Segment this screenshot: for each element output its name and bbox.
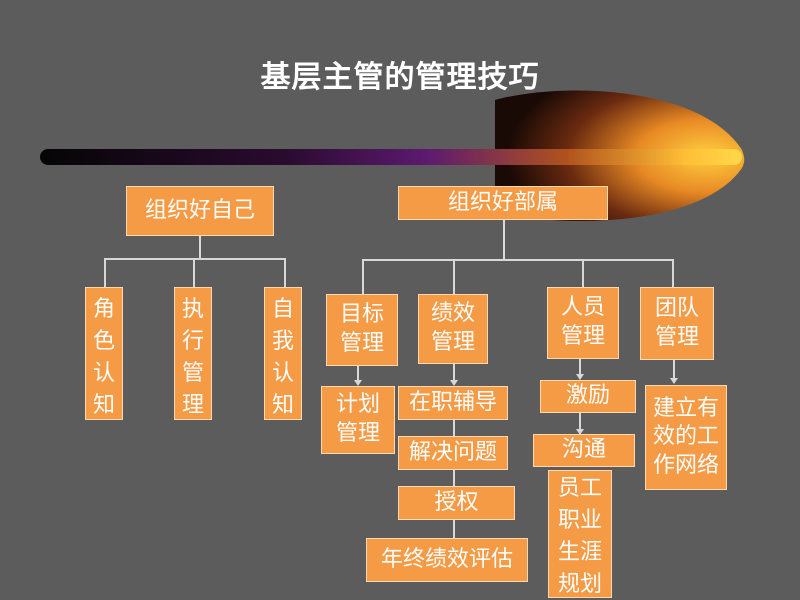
node-plan-management: 计划 管理 — [321, 386, 395, 454]
arrow-down-icon — [576, 429, 584, 435]
node-people-management: 人员 管理 — [547, 287, 619, 359]
connector-line — [672, 259, 674, 287]
slide-title: 基层主管的管理技巧 — [260, 60, 540, 95]
connector-line — [357, 366, 359, 384]
arrow-down-icon — [354, 380, 362, 386]
connector-line — [673, 360, 675, 382]
connector-line — [193, 258, 195, 288]
connector-line — [503, 220, 505, 260]
node-communication: 沟通 — [533, 434, 635, 467]
node-execution-management: 执 行 管 理 — [174, 287, 212, 420]
connector-line — [199, 235, 201, 259]
node-team-management: 团队 管理 — [640, 287, 714, 360]
connector-line — [582, 259, 584, 287]
node-goal-management: 目标 管理 — [326, 294, 398, 366]
node-on-the-job-coaching: 在职辅导 — [398, 386, 508, 420]
arrow-down-icon — [576, 374, 584, 380]
node-career-planning: 员工 职业 生涯 规划 — [548, 470, 612, 598]
arrow-down-icon — [670, 378, 678, 384]
connector-line — [453, 364, 455, 384]
node-organize-subordinates: 组织好部属 — [398, 186, 608, 220]
node-delegation: 授权 — [398, 486, 515, 520]
node-organize-self: 组织好自己 — [126, 186, 274, 236]
node-problem-solving: 解决问题 — [398, 436, 508, 470]
node-build-work-network: 建立有 效的工 作网络 — [645, 385, 727, 490]
connector-line — [104, 258, 106, 288]
connector-line — [579, 413, 581, 433]
connector-line — [362, 259, 674, 261]
connector-line — [362, 259, 364, 294]
node-role-awareness: 角 色 认 知 — [85, 287, 123, 420]
connector-line — [104, 258, 286, 260]
node-performance-management: 绩效 管理 — [418, 294, 488, 364]
arrow-down-icon — [450, 380, 458, 386]
connector-line — [453, 520, 455, 540]
connector-line — [579, 359, 581, 379]
node-self-awareness: 自 我 认 知 — [264, 287, 302, 420]
connector-line — [453, 470, 455, 486]
connector-line — [453, 259, 455, 294]
node-annual-performance-review: 年终绩效评估 — [366, 538, 528, 582]
connector-line — [453, 420, 455, 436]
connector-line — [284, 258, 286, 288]
node-motivation: 激励 — [540, 380, 636, 413]
